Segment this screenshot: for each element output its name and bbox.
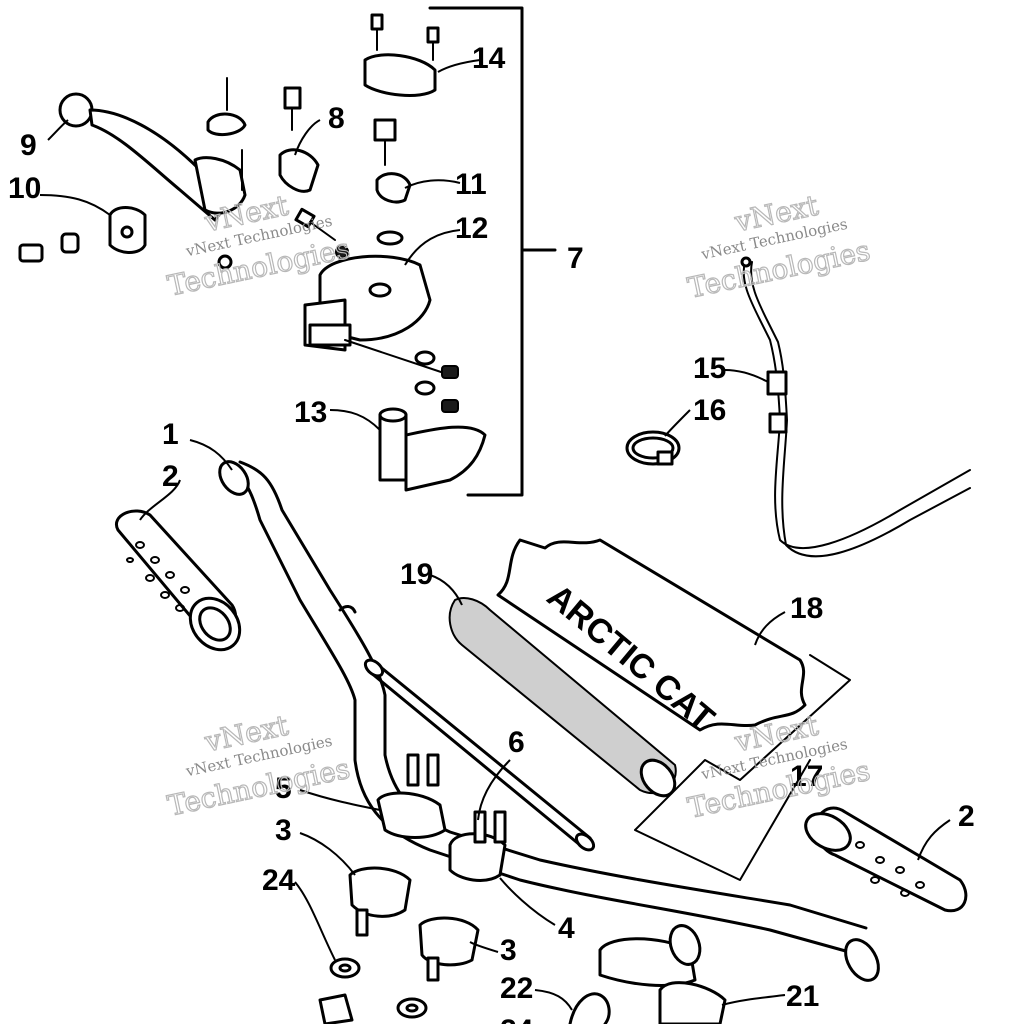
callout-24-bottom: 24: [500, 1014, 534, 1024]
callout-1: 1: [162, 418, 179, 451]
callout-9: 9: [20, 129, 37, 162]
callout-19: 19: [400, 558, 433, 591]
callout-22: 22: [500, 972, 533, 1005]
handlebar-pad: [448, 597, 677, 798]
callout-3-upper: 3: [275, 814, 292, 847]
callout-8: 8: [328, 102, 345, 135]
callout-10: 10: [8, 172, 41, 205]
callout-16: 16: [693, 394, 726, 427]
left-grip: [114, 509, 242, 652]
master-cylinder: [303, 245, 451, 376]
pivot-bracket: [18, 206, 147, 263]
assembly-bracket: [428, 6, 524, 497]
callout-17: 17: [790, 760, 823, 793]
throttle-cable: [740, 256, 971, 558]
callout-21: 21: [786, 980, 819, 1013]
handlebar-clamps: [318, 753, 507, 1024]
callout-14: 14: [472, 42, 506, 75]
callout-4: 4: [558, 912, 575, 945]
brake-lever: [58, 92, 247, 222]
callouts: 1 2 2 3 3 4 5 6 7 8 9 10 11 12 13 14 15 …: [8, 42, 975, 1024]
leader-lines: [39, 59, 951, 1011]
callout-7: 7: [567, 242, 584, 275]
fasteners: [206, 13, 459, 413]
pad-bracket: [634, 654, 851, 881]
callout-2-right: 2: [958, 800, 975, 833]
handlebar: [218, 460, 880, 982]
lower-brackets: [568, 924, 727, 1024]
callout-15: 15: [693, 352, 726, 385]
watermark-bottom-left: vNext vNext Technologies Technologies: [164, 708, 353, 823]
callout-11: 11: [455, 168, 487, 201]
lever-perch: [378, 407, 487, 492]
callout-2-left: 2: [162, 460, 179, 493]
callout-12: 12: [455, 212, 488, 245]
callout-18: 18: [790, 592, 823, 625]
right-grip: [804, 806, 968, 913]
cable-clamp: [625, 430, 681, 466]
callout-5: 5: [275, 772, 292, 805]
callout-3-lower: 3: [500, 934, 517, 967]
watermark-top-right: vNext vNext Technologies Technologies: [684, 188, 873, 305]
callout-6: 6: [508, 726, 525, 759]
callout-13: 13: [294, 396, 327, 429]
callout-24-left: 24: [262, 864, 296, 897]
